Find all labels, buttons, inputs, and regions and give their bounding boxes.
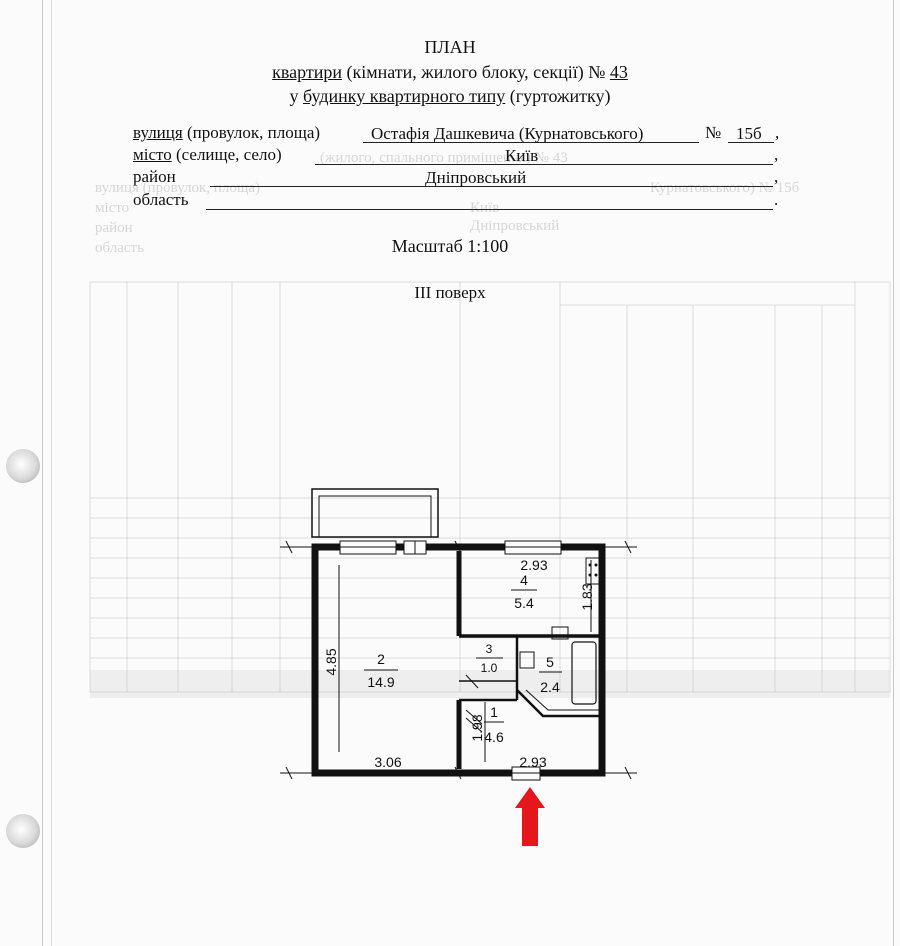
district-fill: Дніпровський	[210, 168, 773, 187]
dim-room4-width: 2.93	[520, 557, 547, 573]
wc	[519, 651, 535, 669]
street-label: вулиця (провулок, площа)	[133, 123, 320, 143]
dim-room4-depth: 1.83	[579, 583, 595, 610]
dim-room1-depth: 1.98	[469, 714, 485, 741]
room1-number: 1	[490, 704, 498, 720]
punch-hole-bottom	[6, 814, 40, 848]
room2-number: 2	[377, 651, 385, 667]
building-prefix: у	[289, 86, 304, 106]
page-edge-left-inner	[51, 0, 52, 946]
number-sign: №	[705, 123, 722, 142]
plan-title: ПЛАН	[424, 37, 476, 57]
sink	[551, 626, 569, 640]
street-fill: Остафія Дашкевича (Курнатовського)	[363, 124, 699, 143]
room3-number: 3	[486, 642, 493, 656]
ghost-show-through-text: Курнатовського) № 15б	[650, 180, 800, 196]
building-type: будинку квартирного типу	[303, 86, 506, 106]
region-label: область	[133, 190, 189, 209]
ghost-show-through-text: район	[95, 220, 133, 236]
building-line: у будинку квартирного типу (гуртожитку)	[0, 86, 900, 107]
room5-number: 5	[546, 654, 554, 670]
house-number-fill: 15б	[728, 124, 774, 143]
dim-room2-height: 4.85	[323, 648, 339, 675]
apartment-line: квартири (кімнати, жилого блоку, секції)…	[0, 62, 900, 83]
apartment-subtitle: (кімнати, жилого блоку, секції) №	[341, 62, 610, 82]
stove	[585, 557, 601, 585]
apartment-word: квартири	[272, 62, 342, 82]
punch-hole-top	[6, 449, 40, 483]
page-edge-right	[893, 0, 894, 946]
building-suffix: (гуртожитку)	[505, 86, 611, 106]
page-edge-left	[42, 0, 43, 946]
region-fill	[206, 191, 773, 210]
room2-area: 14.9	[367, 674, 394, 690]
street-value: Остафія Дашкевича (Курнатовського)	[371, 124, 644, 143]
region-period: .	[774, 190, 779, 209]
city-alt: (селище, село)	[171, 145, 282, 164]
room4-number: 4	[520, 572, 528, 588]
street-word: вулиця	[133, 123, 183, 142]
ghost-show-through-text: (жилого, спального приміщення) № 43	[320, 150, 568, 166]
city-value: Київ	[505, 146, 539, 165]
street-alt: (провулок, площа)	[182, 123, 321, 142]
dim-room2-width: 3.06	[374, 754, 401, 770]
scale-label: Масштаб 1:100	[391, 236, 509, 256]
city-word: місто	[133, 145, 172, 164]
room4-area: 5.4	[514, 595, 534, 611]
ghost-show-through-text: місто	[95, 200, 130, 216]
street-comma: ,	[775, 123, 780, 142]
city-fill: Київ	[315, 146, 773, 165]
room5-area: 2.4	[540, 679, 560, 695]
dim-room1-width: 2.93	[519, 754, 546, 770]
ghost-show-through-text: вулиця (провулок, площа)	[95, 180, 261, 196]
district-value: Дніпровський	[425, 168, 527, 187]
city-label: місто (селище, село)	[133, 145, 282, 165]
bathtub	[571, 641, 597, 705]
ghost-show-through-text: область	[95, 240, 144, 256]
district-label: район	[133, 167, 176, 186]
ghost-show-through-text: Київ	[470, 200, 500, 216]
bathroom-walls	[459, 636, 519, 702]
house-number: 15б	[736, 124, 762, 143]
ghost-show-through-text: Дніпровський	[470, 218, 560, 234]
city-comma: ,	[774, 145, 779, 164]
room3-area: 1.0	[481, 661, 498, 675]
room1-area: 4.6	[484, 729, 504, 745]
district-comma: ,	[774, 167, 779, 186]
corridor-wall	[516, 689, 600, 718]
entrance-arrow	[515, 787, 545, 846]
floor-label: ІІІ поверх	[414, 283, 486, 302]
apartment-number: 43	[609, 62, 628, 82]
